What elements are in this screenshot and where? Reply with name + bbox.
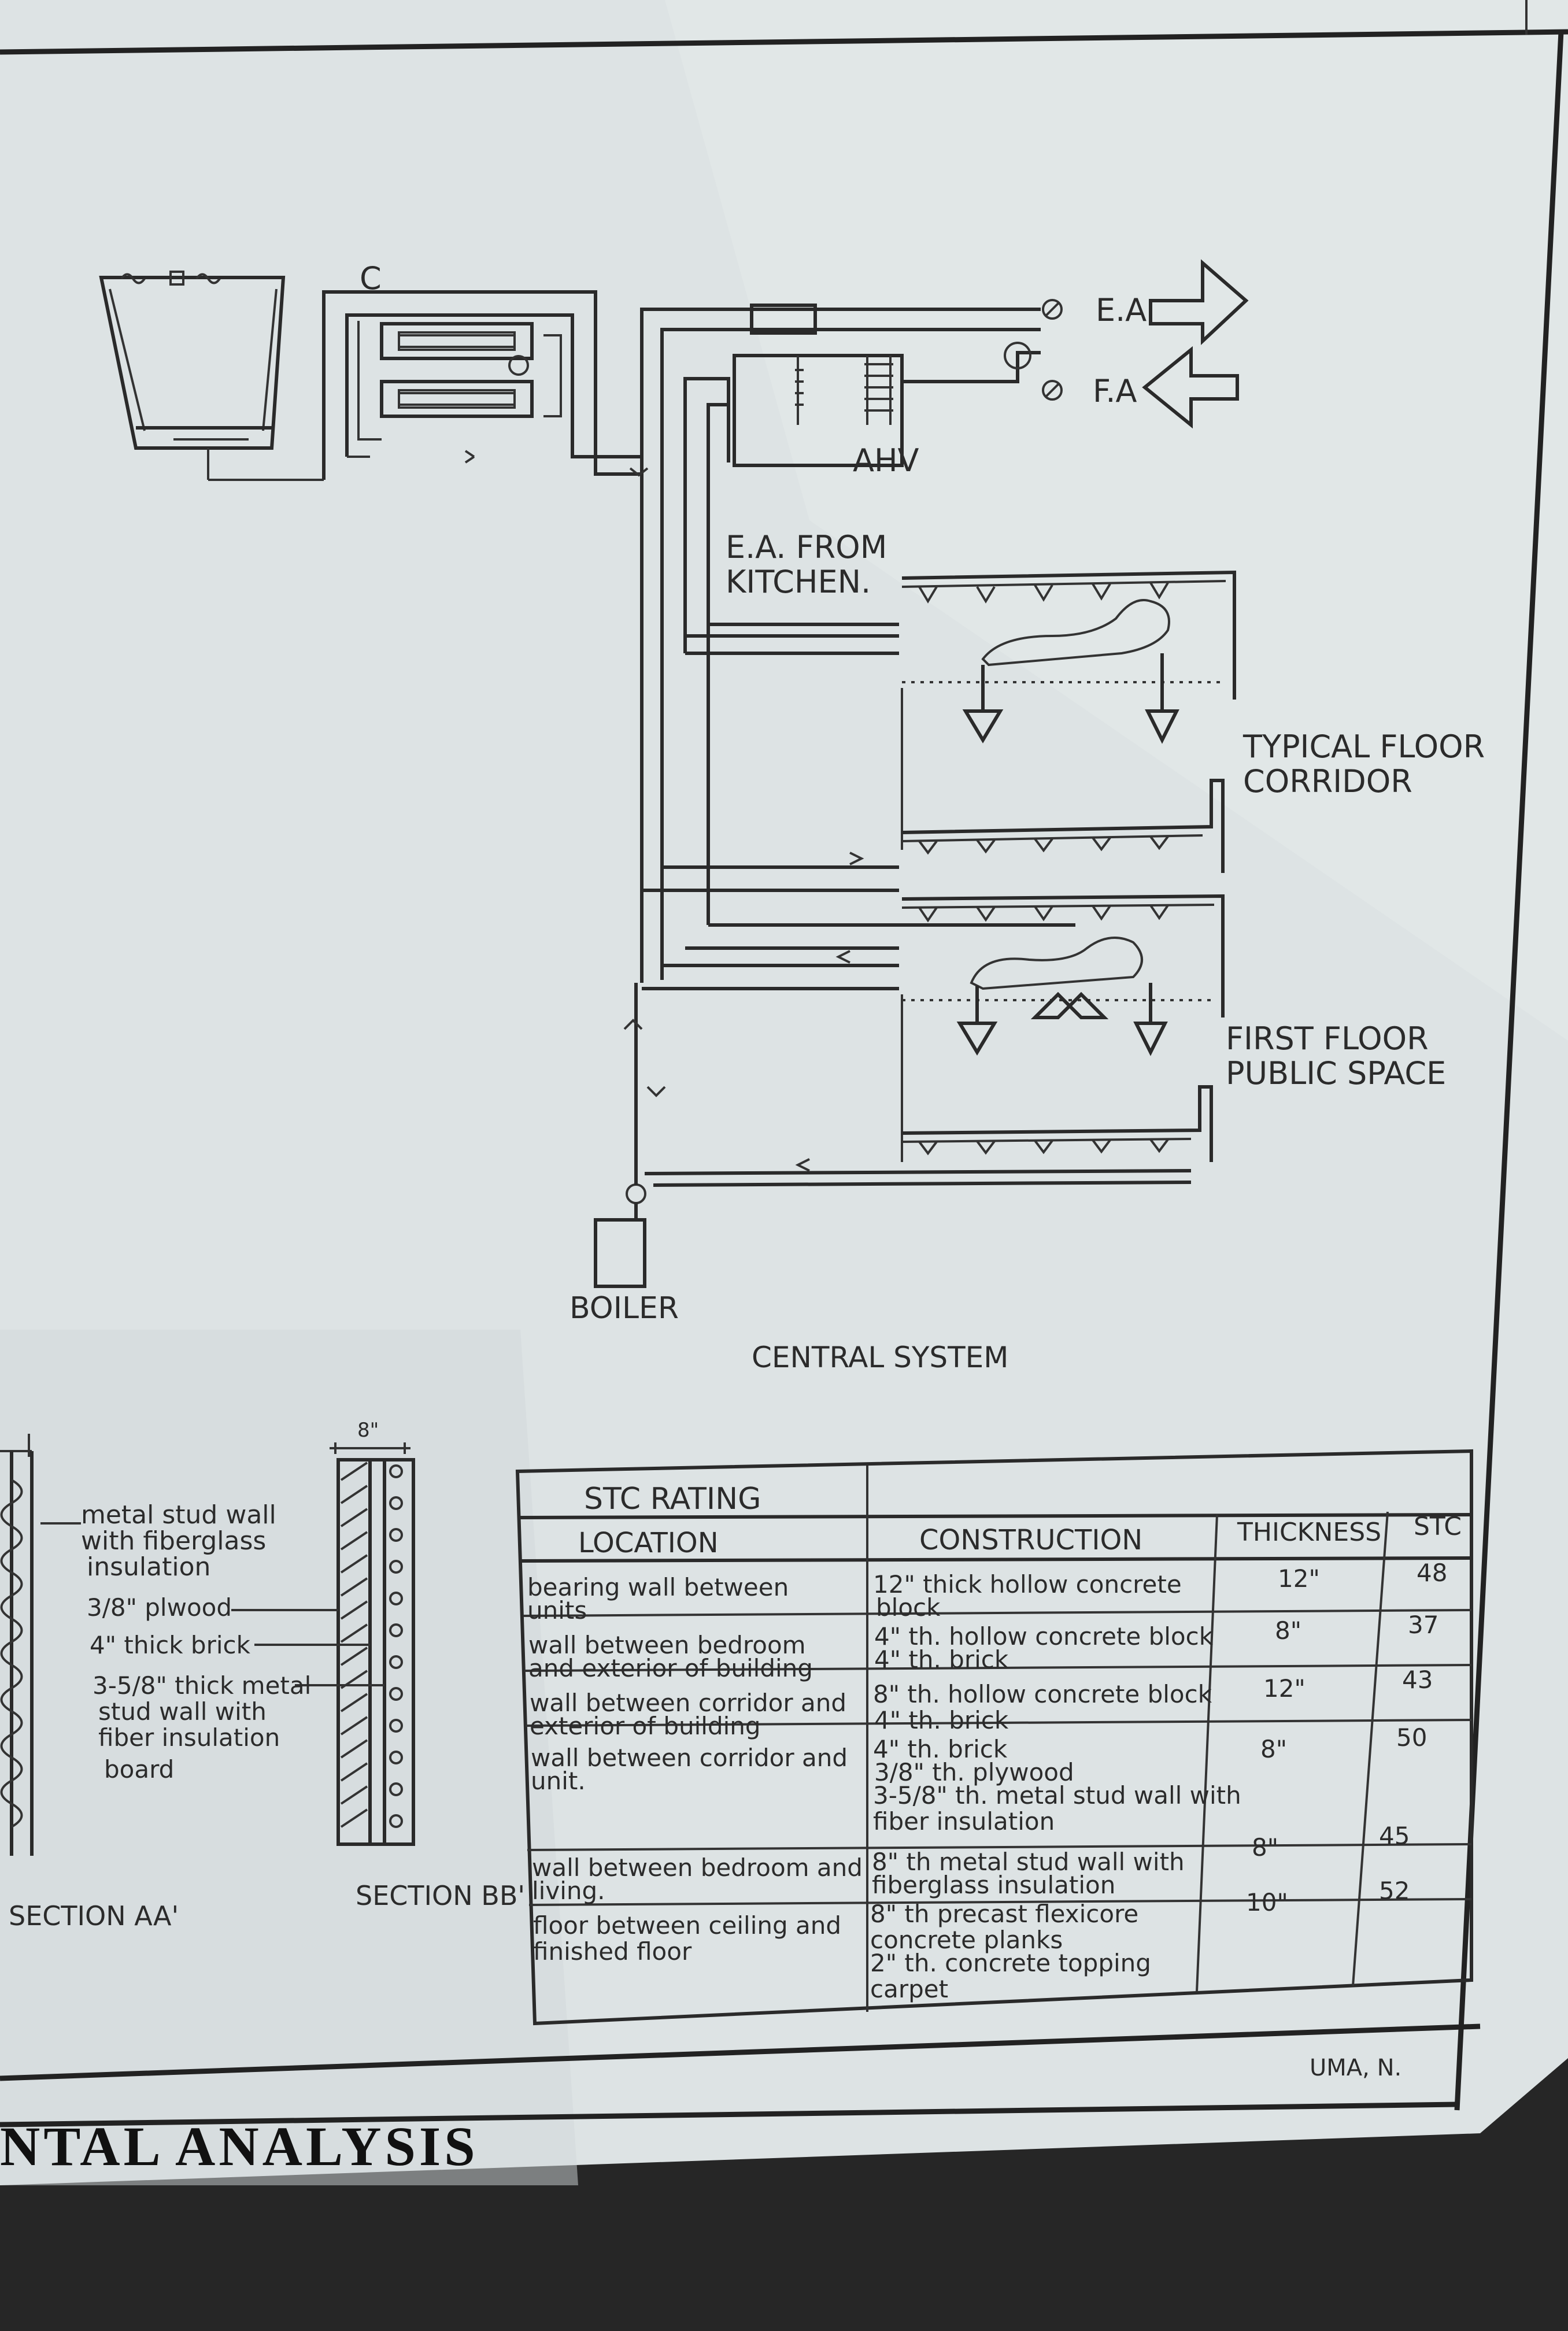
- boiler-label: BOILER: [569, 1291, 679, 1326]
- row6-location: floor between ceiling and: [533, 1911, 841, 1940]
- row1-location-2: units: [527, 1596, 587, 1625]
- row5-thickness: 8": [1252, 1833, 1278, 1862]
- row3-location: wall between corridor and: [530, 1689, 846, 1717]
- typical-floor-corridor: [901, 570, 1236, 873]
- aa-note-2: with fiberglass: [81, 1526, 266, 1556]
- duct-risers: [640, 259, 1249, 990]
- row2-construction: 4" th. hollow concrete block: [874, 1622, 1214, 1651]
- row1-construction: 12" thick hollow concrete: [873, 1570, 1182, 1599]
- first-floor-label: FIRST FLOOR: [1226, 1020, 1429, 1057]
- section-aa-label: SECTION AA': [9, 1900, 179, 1932]
- row3-location-2: exterior of building: [530, 1712, 761, 1740]
- author-label: UMA, N.: [1310, 2055, 1401, 2081]
- row6-construction-2: concrete planks: [870, 1926, 1063, 1954]
- section-aa: [0, 1434, 81, 1856]
- section-bb: [231, 1442, 415, 1846]
- row6-stc: 52: [1379, 1877, 1410, 1905]
- cooling-tower: [99, 271, 324, 481]
- row3-stc: 43: [1402, 1666, 1433, 1694]
- row5-construction-2: fiberglass insulation: [872, 1871, 1115, 1899]
- first-floor-public-space: [901, 894, 1225, 1162]
- typical-floor-label: TYPICAL FLOOR: [1242, 728, 1485, 765]
- metal-stud-label-1: 3-5/8" thick metal: [93, 1671, 311, 1700]
- row4-construction-3: 3-5/8" th. metal stud wall with: [873, 1781, 1241, 1810]
- row2-thickness: 8": [1275, 1616, 1301, 1645]
- row5-construction: 8" th metal stud wall with: [872, 1848, 1185, 1876]
- metal-stud-label-4: board: [104, 1755, 174, 1784]
- row4-stc: 50: [1396, 1723, 1427, 1752]
- row5-location-2: living.: [532, 1877, 605, 1905]
- header-location: LOCATION: [578, 1527, 719, 1559]
- central-system-diagram: C E.A F.A AHV E.A. FROM KITCHEN. TYPICAL…: [99, 259, 1485, 1374]
- ea-label: E.A: [1096, 292, 1147, 328]
- chiller: [322, 290, 642, 480]
- chiller-label: C: [360, 260, 382, 297]
- row6-thickness: 10": [1246, 1888, 1288, 1916]
- row4-location: wall between corridor and: [531, 1744, 848, 1772]
- row4-construction-2: 3/8" th. plywood: [874, 1758, 1074, 1786]
- row5-stc: 45: [1379, 1822, 1410, 1850]
- ahv-unit: [733, 354, 904, 467]
- boiler: [594, 983, 1192, 1288]
- row6-construction-3: 2" th. concrete topping: [870, 1949, 1151, 1977]
- row6-construction-4: carpet: [870, 1975, 948, 2003]
- row6-construction: 8" th precast flexicore: [870, 1900, 1138, 1928]
- plywood-label: 3/8" plwood: [87, 1593, 232, 1622]
- ea-kitchen-label: E.A. FROM: [726, 529, 887, 565]
- aa-note-1: metal stud wall: [81, 1500, 276, 1530]
- row2-location: wall between bedroom: [528, 1631, 806, 1659]
- ahv-label: AHV: [853, 442, 919, 479]
- row2-stc: 37: [1408, 1611, 1438, 1639]
- row1-thickness: 12": [1278, 1564, 1320, 1593]
- typical-floor-label-2: CORRIDOR: [1243, 763, 1412, 800]
- stc-rating-table: STC RATING LOCATION CONSTRUCTION THICKNE…: [515, 1449, 1473, 2026]
- stc-table-title: STC RATING: [584, 1482, 761, 1516]
- row4-thickness: 8": [1260, 1735, 1287, 1763]
- row4-location-2: unit.: [531, 1767, 586, 1795]
- row6-location-2: finished floor: [533, 1937, 692, 1966]
- dim-8-label: 8": [357, 1419, 379, 1442]
- row3-construction-2: 4" th. brick: [874, 1706, 1009, 1734]
- section-bb-label: SECTION BB': [356, 1880, 525, 1911]
- metal-stud-label-2: stud wall with: [98, 1697, 267, 1726]
- row5-location: wall between bedroom and: [532, 1853, 863, 1882]
- header-stc: STC: [1414, 1512, 1462, 1541]
- ea-arrow: [1149, 259, 1249, 345]
- ea-kitchen-label-2: KITCHEN.: [726, 564, 871, 600]
- brick-label: 4" thick brick: [90, 1631, 251, 1659]
- row3-thickness: 12": [1263, 1674, 1306, 1703]
- sheet-title: NTAL ANALYSIS: [0, 2115, 479, 2177]
- header-thickness: THICKNESS: [1237, 1518, 1381, 1547]
- row2-location-2: and exterior of building: [528, 1654, 813, 1682]
- flow-arrows: [623, 467, 864, 1172]
- diagram-caption: CENTRAL SYSTEM: [752, 1341, 1008, 1374]
- row1-location: bearing wall between: [527, 1573, 789, 1601]
- fa-arrow: [1142, 346, 1239, 429]
- aa-note-3: insulation: [87, 1552, 210, 1582]
- row3-construction: 8" th. hollow concrete block: [873, 1680, 1212, 1708]
- first-floor-label-2: PUBLIC SPACE: [1226, 1055, 1446, 1092]
- row1-construction-2: block: [876, 1593, 941, 1622]
- wall-sections: metal stud wall with fiberglass insulati…: [0, 1419, 525, 1932]
- header-construction: CONSTRUCTION: [919, 1524, 1142, 1556]
- metal-stud-label-3: fiber insulation: [98, 1723, 280, 1752]
- row1-stc: 48: [1417, 1559, 1447, 1587]
- row4-construction: 4" th. brick: [873, 1735, 1008, 1763]
- row2-construction-2: 4" th. brick: [874, 1645, 1009, 1674]
- row4-construction-4: fiber insulation: [873, 1807, 1055, 1836]
- fa-label: F.A: [1093, 373, 1137, 409]
